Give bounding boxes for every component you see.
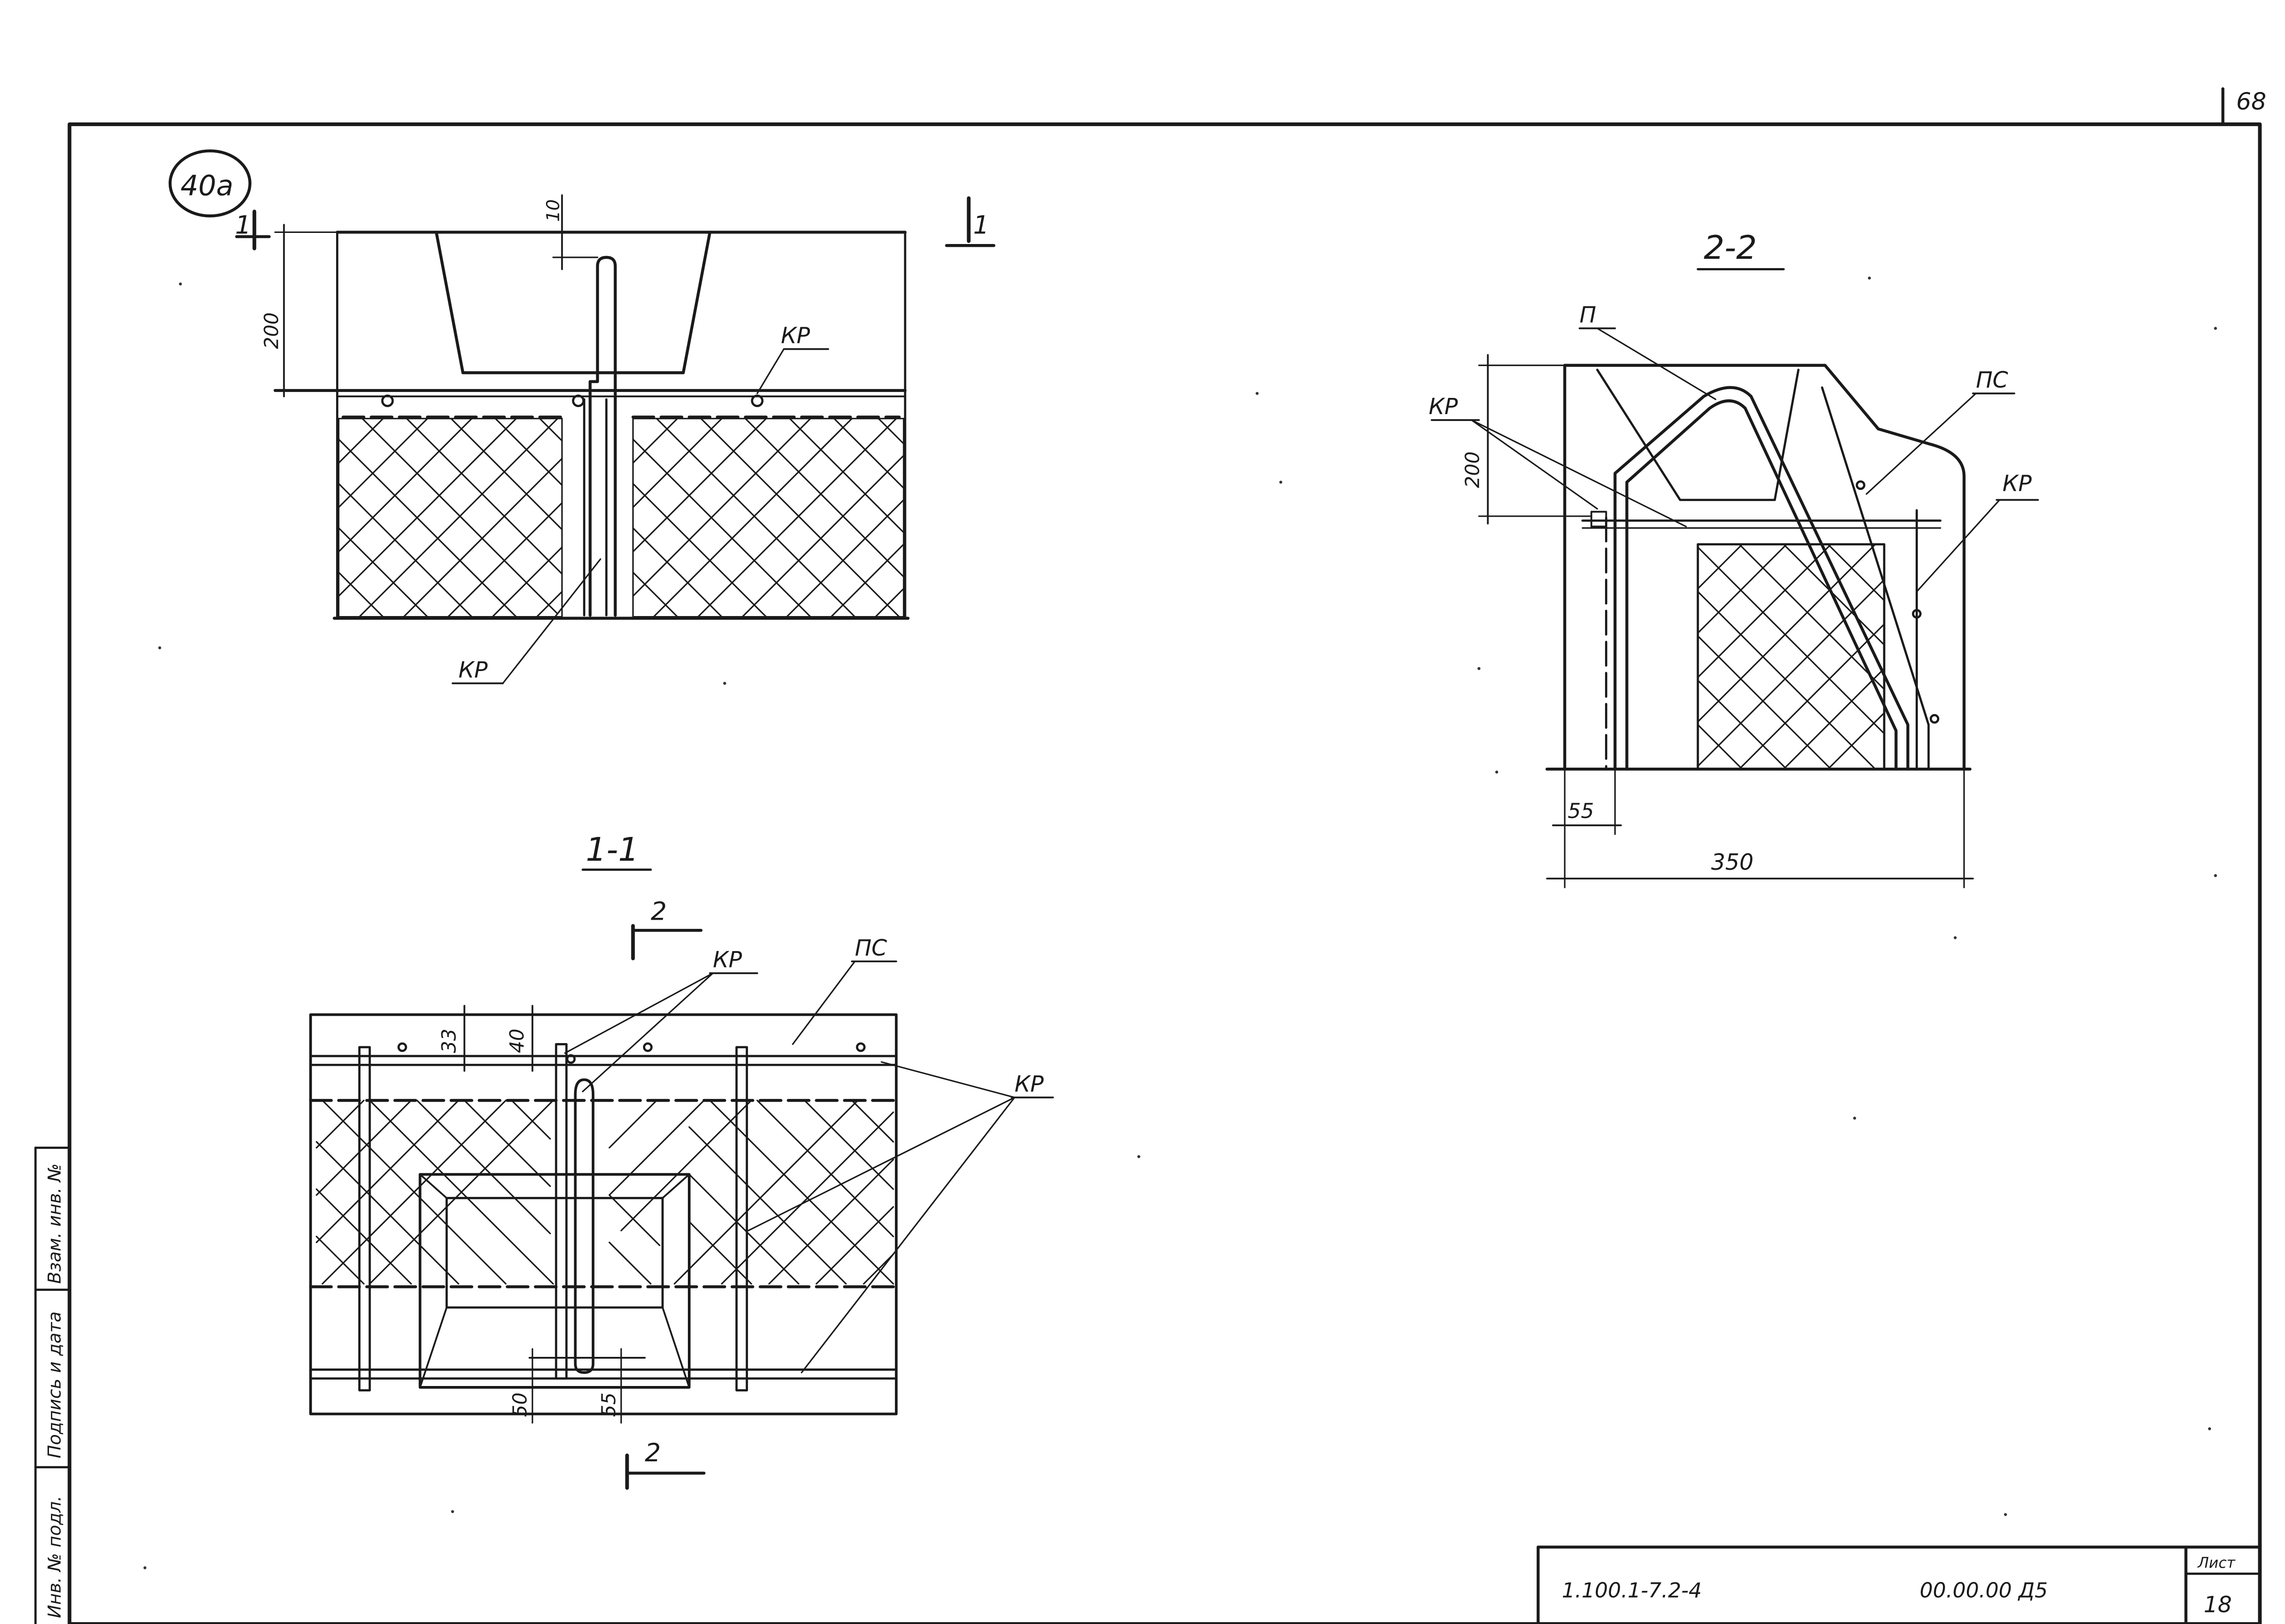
dim-50: 50 bbox=[508, 1392, 531, 1417]
cut-mark-2-bottom: 2 bbox=[625, 1438, 706, 1490]
cut-mark-2-top-label: 2 bbox=[651, 897, 667, 926]
view-40a: 40a 1 1 bbox=[168, 149, 996, 684]
label-kr-1: КР bbox=[781, 323, 810, 348]
dim-350: 350 bbox=[1711, 849, 1754, 875]
detail-mark-circle bbox=[168, 149, 251, 218]
section-1-1: 1-1 2 2 bbox=[309, 831, 1054, 1490]
page-number: 68 bbox=[2236, 88, 2266, 116]
cut-mark-1-right-label: 1 bbox=[973, 211, 989, 240]
side-stamp: Взам. инв. № Подпись и дата Инв. № подл. bbox=[34, 1146, 71, 1624]
series-code: 1.100.1-7.2-4 bbox=[1562, 1578, 1702, 1602]
label-kr-4: КР bbox=[2003, 471, 2032, 497]
dim-33: 33 bbox=[437, 1029, 460, 1053]
dim-200-b: 200 bbox=[1461, 452, 1483, 488]
cut-mark-2-bottom-label: 2 bbox=[645, 1438, 661, 1467]
label-kr-3: КР bbox=[1429, 394, 1458, 420]
section-2-2-title: 2-2 bbox=[1704, 229, 1757, 267]
label-ps-2: ПС bbox=[855, 935, 887, 961]
label-ps-1: ПС bbox=[1976, 367, 2008, 393]
dim-40: 40 bbox=[506, 1029, 528, 1053]
stamp-podpis-data: Подпись и дата bbox=[44, 1312, 65, 1459]
dim-55-b: 55 bbox=[1568, 799, 1594, 823]
cut-mark-1-left-label: 1 bbox=[235, 211, 251, 240]
section-1-1-title: 1-1 bbox=[586, 831, 639, 869]
cut-mark-1-left: 1 bbox=[235, 209, 271, 250]
dim-55-a: 55 bbox=[597, 1392, 620, 1417]
label-kr-2: КР bbox=[459, 657, 488, 683]
sheet-frame: 68 bbox=[67, 87, 2267, 1624]
insulation-block-2-2 bbox=[1697, 543, 1886, 770]
cut-mark-2-top: 2 bbox=[631, 897, 703, 960]
dim-200-a: 200 bbox=[260, 312, 282, 349]
insulation-band-1-1 bbox=[316, 1099, 894, 1285]
sheet-label: Лист bbox=[2197, 1554, 2236, 1571]
section-2-2: 2-2 bbox=[1429, 229, 2039, 888]
label-kr-5: КР bbox=[713, 947, 742, 973]
doc-code: 00.00.00 Д5 bbox=[1920, 1578, 2048, 1602]
label-kr-6: КР bbox=[1015, 1071, 1044, 1097]
stamp-vzam-inv: Взам. инв. № bbox=[44, 1163, 65, 1284]
detail-mark: 40a bbox=[180, 170, 233, 202]
stamp-inv-podl: Инв. № подл. bbox=[44, 1496, 65, 1618]
label-p: П bbox=[1580, 302, 1596, 328]
title-block: 1.100.1-7.2-4 00.00.00 Д5 Лист 18 bbox=[1537, 1545, 2261, 1624]
scan-specks bbox=[143, 276, 2217, 1569]
insulation-block-right bbox=[632, 418, 905, 618]
dim-10: 10 bbox=[543, 199, 564, 222]
sheet-number: 18 bbox=[2204, 1592, 2232, 1618]
cut-mark-1-right: 1 bbox=[945, 196, 996, 247]
